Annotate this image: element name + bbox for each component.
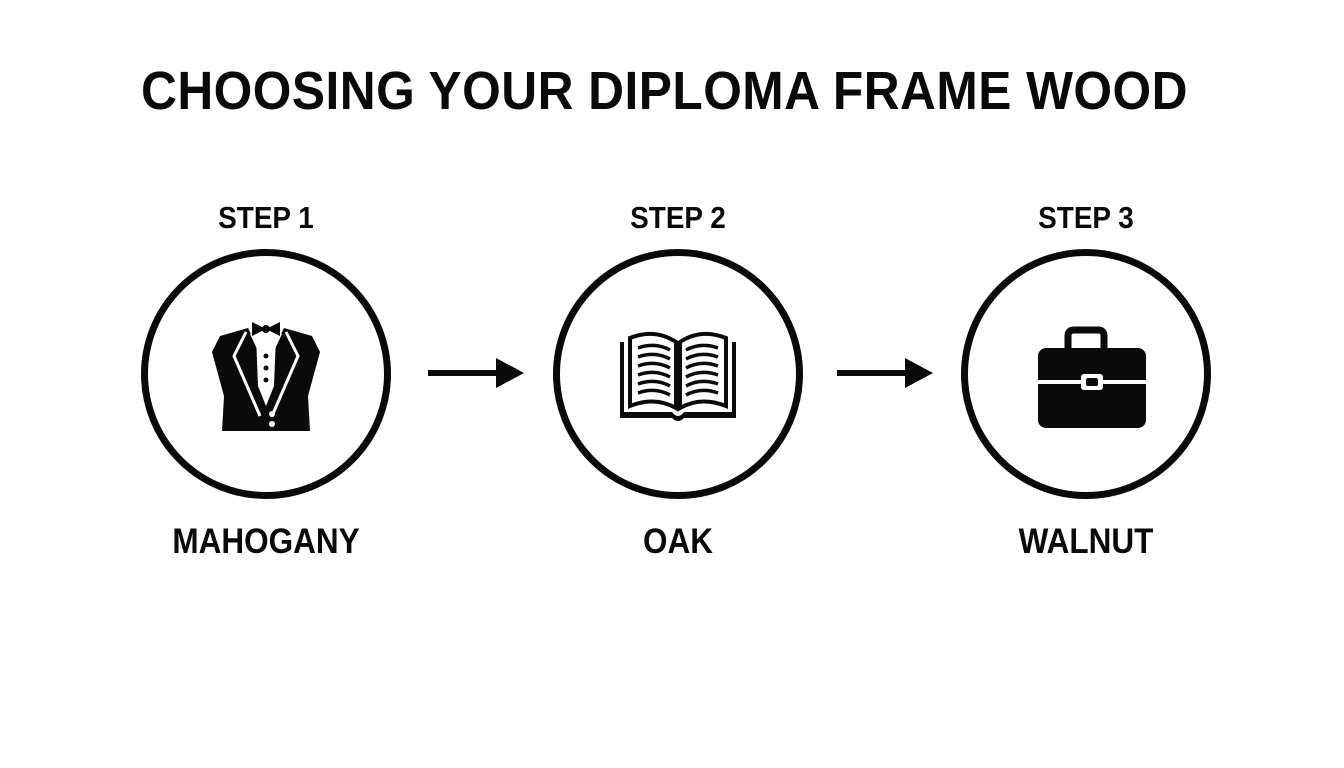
step-1-label: STEP 1 <box>218 200 314 235</box>
step-1: STEP 1 MAHOGANY <box>141 200 401 570</box>
step-3-circle <box>961 249 1211 499</box>
open-book-icon <box>620 331 736 421</box>
step-1-wood: MAHOGANY <box>172 522 360 561</box>
step-2-label: STEP 2 <box>630 200 726 235</box>
step-3-label: STEP 3 <box>1038 200 1134 235</box>
tuxedo-icon <box>212 322 320 431</box>
step-2-circle <box>553 249 803 499</box>
step-2: STEP 2 OAK <box>553 200 813 570</box>
briefcase-icon <box>1038 326 1146 428</box>
diagram-title: CHOOSING YOUR DIPLOMA FRAME WOOD <box>141 61 1188 121</box>
step-1-circle <box>141 249 391 499</box>
arrow-right-icon <box>428 358 524 388</box>
arrow-right-icon <box>837 358 933 388</box>
step-3: STEP 3 WALNUT <box>961 200 1221 570</box>
step-3-wood: WALNUT <box>1018 522 1154 561</box>
step-2-wood: OAK <box>642 522 714 561</box>
